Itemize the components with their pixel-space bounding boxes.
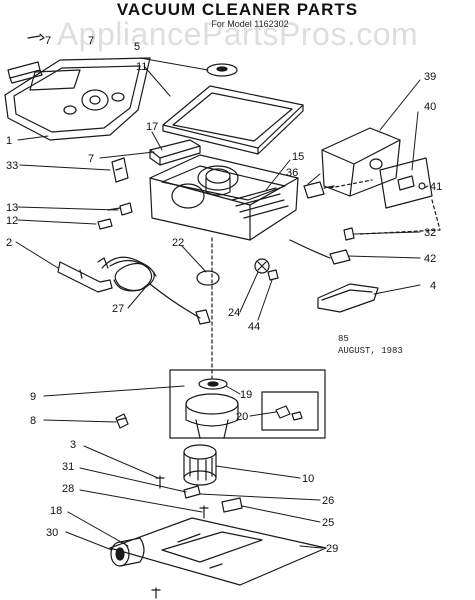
part-handle-grip [317,283,379,313]
callout-2: 2 [6,237,12,249]
callout-labels: 7 7 5 11 39 40 1 17 7 15 33 36 41 13 12 … [6,35,442,555]
callout-19: 19 [240,389,252,401]
callout-20: 20 [236,411,248,423]
callout-32: 32 [424,227,436,239]
part-clip-32 [343,227,355,241]
callout-31: 31 [62,461,74,473]
part-top-cover [4,57,151,141]
part-block-12 [97,218,113,230]
part-bushing-8 [115,413,129,429]
callout-40: 40 [424,101,436,113]
callout-11: 11 [136,61,147,73]
callout-10: 10 [302,473,314,485]
callout-42: 42 [424,253,436,265]
callout-5: 5 [134,41,140,53]
part-motor-assembly [169,369,326,439]
callout-44: 44 [248,321,260,333]
callout-29: 29 [326,543,338,555]
callout-36: 36 [286,167,298,179]
callout-1: 1 [6,135,12,147]
callout-18: 18 [50,505,62,517]
date-stamp-line2: AUGUST, 1983 [338,346,403,356]
part-wheel-30 [110,537,145,567]
date-stamp-line1: 85 [338,334,349,344]
part-screw-bottom [151,587,161,599]
callout-41: 41 [430,181,442,193]
part-bumper [149,139,201,166]
callout-26: 26 [322,495,334,507]
part-handle-bar-2 [57,261,113,293]
callout-7-top-a: 7 [45,35,51,47]
part-o-ring [196,270,220,286]
part-screw-31 [199,505,209,519]
callout-7-top-b: 7 [88,35,94,47]
part-switch-42 [289,239,351,265]
part-fan-cylinder [183,444,217,486]
part-bracket-33 [111,157,129,183]
diagram-title: VACUUM CLEANER PARTS [116,0,359,19]
part-screw-top [27,33,45,41]
part-block-25 [221,497,243,513]
part-bottom-plate [109,517,327,586]
callout-15: 15 [292,151,304,163]
callout-25: 25 [322,517,334,529]
diagram-subtitle: For Model 1162302 [211,19,289,29]
part-gasket-frame [162,85,304,155]
callout-30: 30 [46,527,58,539]
callout-17: 17 [146,121,158,133]
callout-13: 13 [6,202,18,214]
part-clip-44 [267,269,279,281]
part-compartment-39 [321,127,401,197]
callout-8: 8 [30,415,36,427]
part-top-latch [7,61,43,84]
leader-lines [15,57,429,551]
callout-7-mid: 7 [88,153,94,165]
callout-9: 9 [30,391,36,403]
part-connector-36 [303,181,335,199]
callout-33: 33 [6,160,18,172]
callout-12: 12 [6,215,18,227]
part-switch-13 [107,202,133,216]
callout-39: 39 [424,71,436,83]
part-bracket-40 [379,157,433,209]
part-main-housing [149,154,299,241]
part-power-cord [97,256,211,325]
callout-3: 3 [70,439,76,451]
part-knob-24 [254,258,270,274]
callout-4: 4 [430,280,436,292]
callout-22: 22 [172,237,184,249]
callout-28: 28 [62,483,74,495]
callout-27: 27 [112,303,124,315]
callout-24: 24 [228,307,240,319]
